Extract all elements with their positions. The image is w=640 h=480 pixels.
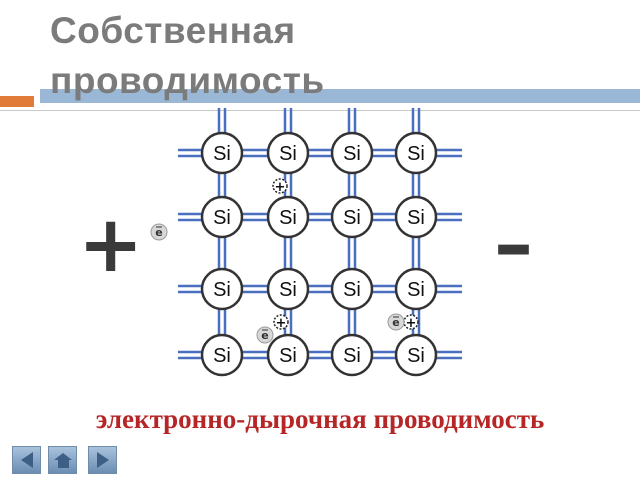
si-atom-label: Si bbox=[279, 345, 297, 367]
si-atom bbox=[394, 131, 438, 175]
si-atom bbox=[330, 195, 374, 239]
si-atom-label: Si bbox=[343, 143, 361, 165]
prev-icon bbox=[20, 452, 33, 468]
electron-label: e bbox=[155, 226, 162, 239]
si-atom-label: Si bbox=[407, 279, 425, 301]
minus-sign: – bbox=[494, 200, 533, 290]
hole-label: + bbox=[406, 316, 417, 331]
si-atom bbox=[266, 267, 310, 311]
si-atom-label: Si bbox=[343, 207, 361, 229]
si-atom bbox=[330, 267, 374, 311]
hole-label: + bbox=[275, 180, 286, 195]
si-atom-label: Si bbox=[213, 345, 231, 367]
hole-marker bbox=[273, 314, 289, 330]
si-atom-label: Si bbox=[213, 207, 231, 229]
slide-title: Собственная проводимость bbox=[50, 10, 325, 101]
si-atom bbox=[200, 131, 244, 175]
divider-line bbox=[0, 110, 640, 111]
si-atom bbox=[266, 131, 310, 175]
si-atom-label: Si bbox=[213, 279, 231, 301]
si-atom-label: Si bbox=[343, 345, 361, 367]
hole-marker bbox=[272, 178, 288, 194]
si-atom bbox=[266, 333, 310, 377]
si-atom-label: Si bbox=[279, 143, 297, 165]
home-button[interactable] bbox=[48, 446, 77, 474]
plus-sign: + bbox=[78, 200, 144, 290]
accent-bar-orange bbox=[0, 96, 34, 107]
next-icon bbox=[96, 452, 109, 468]
hole-label: + bbox=[276, 316, 287, 331]
next-slide-button[interactable] bbox=[88, 446, 117, 474]
si-atom bbox=[200, 333, 244, 377]
si-atom bbox=[330, 333, 374, 377]
si-atom-label: Si bbox=[279, 279, 297, 301]
si-atom bbox=[394, 267, 438, 311]
electron-marker bbox=[150, 223, 168, 241]
electron-marker bbox=[387, 313, 405, 331]
si-atom-label: Si bbox=[407, 143, 425, 165]
si-atom-label: Si bbox=[407, 207, 425, 229]
electron-label: e bbox=[392, 316, 399, 329]
si-atom bbox=[394, 333, 438, 377]
electron-marker bbox=[256, 326, 274, 344]
prev-slide-button[interactable] bbox=[12, 446, 41, 474]
accent-bar-blue bbox=[40, 89, 640, 103]
si-atom-label: Si bbox=[213, 143, 231, 165]
si-atom bbox=[330, 131, 374, 175]
si-atom-label: Si bbox=[343, 279, 361, 301]
slide-caption: электронно-дырочная проводимость bbox=[95, 404, 545, 434]
si-atom bbox=[200, 267, 244, 311]
si-atom-label: Si bbox=[279, 207, 297, 229]
si-atom bbox=[394, 195, 438, 239]
electron-label: e bbox=[261, 329, 268, 342]
si-atom bbox=[266, 195, 310, 239]
home-icon bbox=[53, 453, 72, 468]
si-atom bbox=[200, 195, 244, 239]
si-atom-label: Si bbox=[407, 345, 425, 367]
